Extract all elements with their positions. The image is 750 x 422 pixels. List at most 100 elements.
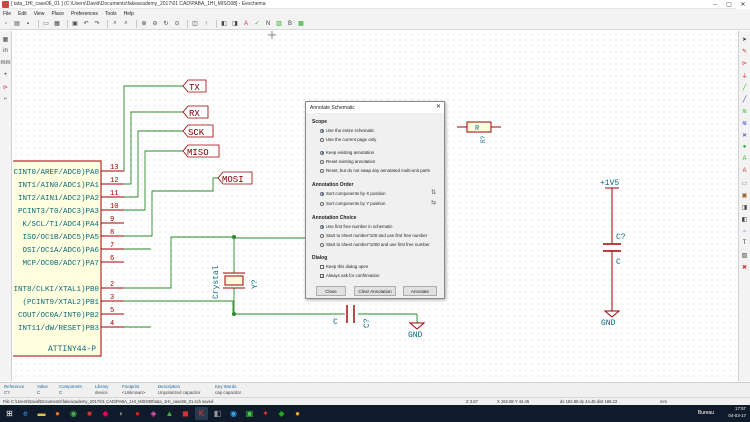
firefox-icon[interactable]: ● [55, 409, 60, 418]
checkbox[interactable]: ✓ [320, 273, 325, 279]
app-icon[interactable]: ▲ [165, 409, 174, 418]
radio-button[interactable] [320, 137, 324, 142]
radio-button[interactable] [320, 159, 324, 164]
label-rx[interactable]: RX [189, 109, 200, 119]
place-power-icon[interactable]: ⏚ [741, 73, 748, 80]
grid-toggle-icon[interactable]: ▦ [2, 36, 9, 43]
units-inch-icon[interactable]: in [3, 48, 8, 54]
net-label-icon[interactable]: A [742, 156, 747, 162]
no-connect-icon[interactable]: ✕ [741, 132, 748, 139]
capacitor-symbol[interactable] [346, 305, 355, 323]
app-icon[interactable]: ◐ [119, 409, 124, 418]
scope-entire-schematic-radio[interactable]: Use the entire schematic [320, 128, 374, 133]
label-mosi[interactable]: MOSI [222, 175, 244, 185]
app-icon[interactable]: ◈ [150, 409, 157, 418]
menu-preferences[interactable]: Preferences [70, 10, 98, 17]
close-button[interactable]: Close [316, 286, 346, 296]
kicad-icon[interactable]: K [195, 407, 208, 420]
annotate-button[interactable]: Annotate [403, 286, 437, 296]
annotate-icon[interactable]: A [243, 20, 248, 27]
label-tx[interactable]: TX [189, 83, 200, 93]
tray-clock[interactable]: 17:57 04-03-17 [728, 406, 746, 419]
wire-angle-icon[interactable]: ⌐ [3, 96, 8, 102]
close-window-button[interactable]: ✕ [736, 0, 750, 9]
bus-bus-entry-icon[interactable]: ≋ [741, 120, 748, 127]
menu-help[interactable]: Help [123, 10, 134, 17]
menu-file[interactable]: File [3, 10, 12, 17]
file-explorer-icon[interactable]: ▬ [37, 409, 46, 418]
ie-icon[interactable]: e [23, 409, 28, 418]
minimize-button[interactable]: – [713, 1, 717, 8]
radio-button[interactable] [320, 224, 324, 229]
resistor-symbol[interactable] [457, 121, 501, 133]
ask-confirmation-checkbox[interactable]: ✓ Always ask for confirmation [320, 273, 379, 278]
place-bus-icon[interactable]: ╱ [742, 96, 747, 103]
pcbnew-icon[interactable]: ▩ [298, 21, 304, 27]
menu-view[interactable]: View [33, 10, 45, 17]
graphic-text-icon[interactable]: T [742, 240, 747, 246]
zoom-in-icon[interactable]: ⊕ [141, 21, 147, 27]
app-icon[interactable]: ◧ [213, 409, 222, 418]
label-sck[interactable]: SCK [188, 128, 205, 138]
find-icon[interactable]: ⌕ [113, 20, 117, 26]
app-icon[interactable]: ● [135, 409, 140, 418]
keep-annotation-radio[interactable]: Keep existing annotation [320, 150, 374, 155]
new-sheet-icon[interactable]: ▫ [4, 20, 8, 27]
zoom-fit-icon[interactable]: ⊙ [174, 21, 180, 27]
chrome-icon[interactable]: ◉ [70, 409, 77, 418]
crystal-symbol[interactable] [223, 270, 245, 290]
clear-annotation-button[interactable]: Clear Annotation [354, 286, 396, 296]
hierarchical-label-icon[interactable]: ▭ [741, 180, 748, 187]
save-icon[interactable]: ▪ [26, 20, 30, 27]
delete-icon[interactable]: ✖ [741, 264, 748, 271]
gnd-symbol[interactable] [408, 322, 426, 330]
scope-current-page-radio[interactable]: Use the current page only [320, 137, 376, 142]
app-icon[interactable]: ◼ [182, 409, 189, 418]
hierarchical-sheet-icon[interactable]: ▣ [741, 192, 748, 199]
find-replace-icon[interactable]: ⌕ [124, 20, 128, 26]
start-icon[interactable]: ⊞ [6, 409, 13, 418]
app-icon[interactable]: ▣ [245, 409, 254, 418]
app-icon[interactable]: ◆ [278, 409, 285, 418]
hierarchy-navigator-icon[interactable]: ◫ [192, 21, 198, 27]
sheet-100-radio[interactable]: Start to sheet number*100 and use first … [320, 233, 427, 238]
first-free-number-radio[interactable]: Use first free number in schematic [320, 224, 393, 229]
radio-button[interactable] [320, 168, 324, 173]
library-browser-icon[interactable]: ◨ [232, 21, 238, 27]
menu-place[interactable]: Place [51, 10, 64, 17]
leave-sheet-icon[interactable]: ↑ [204, 20, 208, 27]
netlist-icon[interactable]: N [265, 20, 271, 27]
sheet-1000-radio[interactable]: Start to sheet number*1000 and use first… [320, 242, 430, 247]
highlight-net-icon[interactable]: ✎ [741, 48, 748, 55]
sheet-pin-icon[interactable]: ◧ [741, 216, 748, 223]
capacitor-right-symbol[interactable] [603, 243, 621, 252]
menu-edit[interactable]: Edit [18, 10, 27, 17]
library-editor-icon[interactable]: ◧ [221, 21, 227, 27]
radio-button[interactable] [320, 191, 324, 196]
junction-icon[interactable]: ● [742, 144, 747, 150]
zoom-out-icon[interactable]: ⊖ [152, 21, 158, 27]
sort-y-radio[interactable]: Sort components by Y position [320, 201, 385, 206]
cursor-shape-icon[interactable]: + [3, 72, 8, 78]
print-icon[interactable]: ▦ [54, 21, 60, 27]
place-wire-icon[interactable]: ╱ [742, 84, 747, 91]
app-icon[interactable]: ■ [87, 409, 92, 418]
add-image-icon[interactable]: ▨ [741, 252, 748, 259]
place-component-icon[interactable]: ⊳ [741, 60, 748, 67]
bom-icon[interactable]: B [287, 20, 292, 27]
erc-icon[interactable]: ✓ [254, 21, 260, 27]
power-symbol[interactable] [605, 187, 619, 243]
app-icon[interactable]: ◆ [102, 409, 109, 418]
hidden-pins-icon[interactable]: ⊳ [2, 84, 9, 91]
menu-tools[interactable]: Tools [104, 10, 117, 17]
open-file-icon[interactable]: ▤ [14, 21, 20, 27]
select-arrow-icon[interactable]: ➤ [741, 36, 748, 43]
reset-annotation-radio[interactable]: Reset existing annotation [320, 159, 375, 164]
units-mm-icon[interactable]: mm [0, 60, 11, 66]
reset-no-swap-radio[interactable]: Reset, but do not swap any annotated mul… [320, 168, 430, 173]
maximize-button[interactable]: ▢ [726, 2, 732, 8]
sort-x-radio[interactable]: Sort components by X position [320, 191, 386, 196]
cvpcb-icon[interactable]: ▥ [276, 21, 282, 27]
redo-icon[interactable]: ↷ [94, 21, 100, 27]
tray-language[interactable]: Bureau [697, 410, 714, 416]
